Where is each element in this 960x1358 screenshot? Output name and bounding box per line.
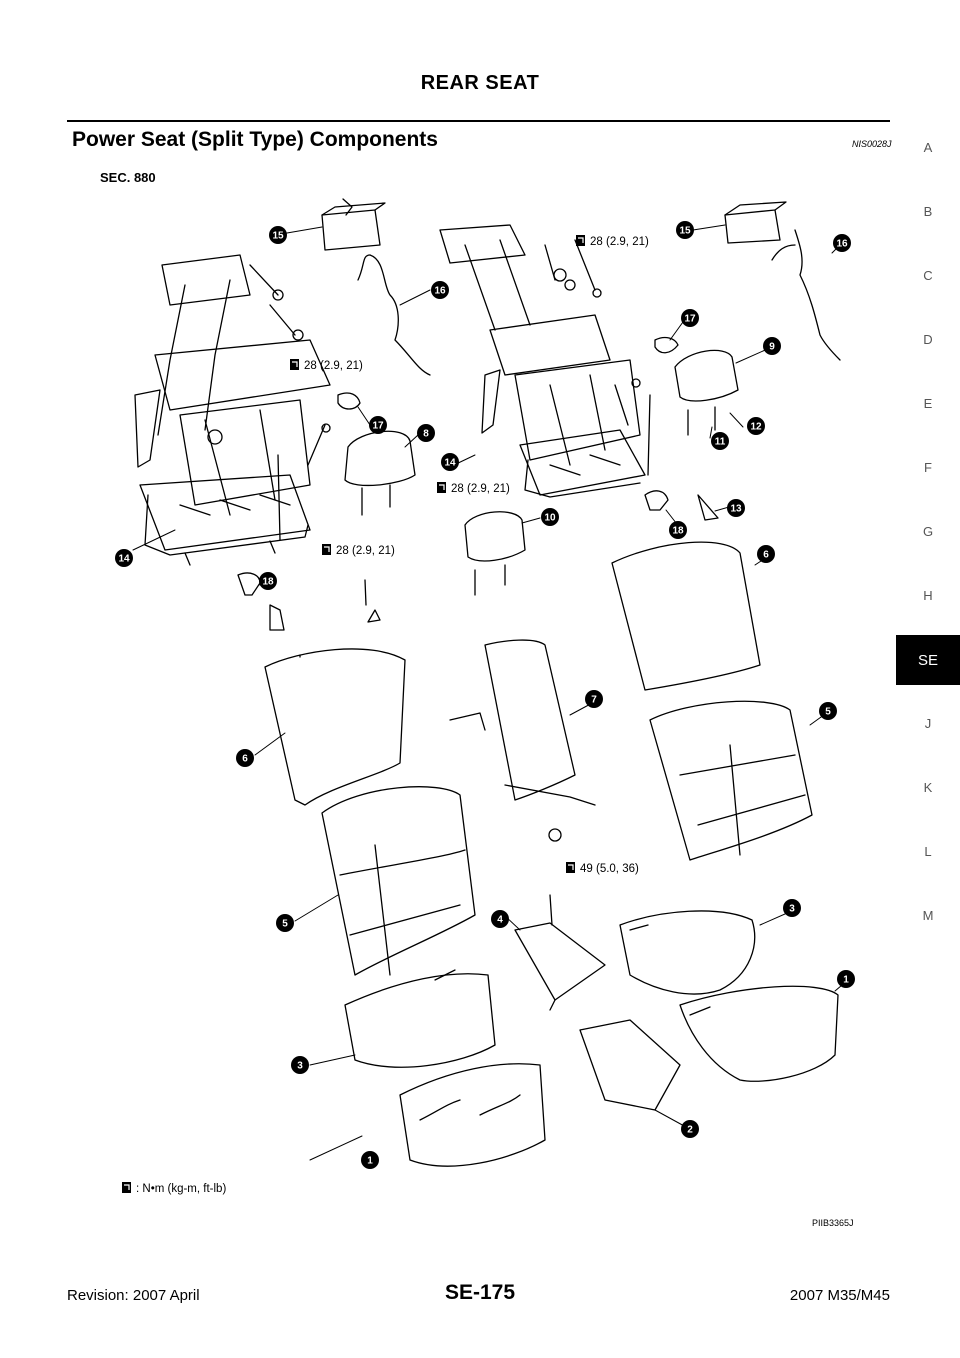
- side-index-j[interactable]: J: [924, 716, 932, 731]
- callout-5-right: 5: [825, 707, 831, 718]
- callout-3-left: 3: [297, 1061, 303, 1072]
- callout-markers: 15 16 17 8 14 18 6 5 3 1 15 16 17 9 12 1…: [115, 221, 855, 1169]
- callout-15-right: 15: [679, 226, 691, 237]
- section-title: Power Seat (Split Type) Components: [72, 128, 438, 151]
- torque-label-4: 28 (2.9, 21): [336, 545, 395, 557]
- center-armrest: [449, 639, 596, 842]
- callout-6-left: 6: [242, 754, 248, 765]
- section-code: NIS0028J: [852, 139, 892, 149]
- left-module: [321, 202, 386, 251]
- callout-8: 8: [423, 429, 429, 440]
- torque-legend-text: : N•m (kg-m, ft-lb): [136, 1183, 226, 1195]
- callout-17-left: 17: [372, 421, 384, 432]
- right-bolts: [544, 239, 651, 476]
- right-headrests-and-guides: [464, 336, 739, 596]
- torque-labels: 28 (2.9, 21) 28 (2.9, 21) 28 (2.9, 21) 2…: [290, 235, 649, 875]
- callout-18-right: 18: [672, 526, 684, 537]
- right-lower-cushion: [679, 985, 839, 1082]
- torque-legend: : N•m (kg-m, ft-lb): [122, 1182, 226, 1195]
- torque-label-3: 28 (2.9, 21): [451, 483, 510, 495]
- left-wire-harness: [357, 254, 431, 376]
- left-headrest-and-guides: [237, 392, 416, 631]
- callout-17-right: 17: [684, 314, 696, 325]
- footer-page-number: SE-175: [444, 1281, 516, 1304]
- callout-1-right: 1: [843, 975, 849, 986]
- right-wire-harness: [771, 229, 841, 361]
- callout-1-left: 1: [367, 1156, 373, 1167]
- callout-3-right: 3: [789, 904, 795, 915]
- callout-7: 7: [591, 695, 597, 706]
- figure-code: PIIB3365J: [812, 1218, 854, 1228]
- right-module: [724, 201, 787, 244]
- footer-model: 2007 M35/M45: [789, 1287, 890, 1304]
- callout-11: 11: [715, 437, 726, 448]
- right-upper-cushion: [619, 910, 756, 995]
- side-index-m[interactable]: M: [922, 908, 934, 923]
- callout-16-left: 16: [434, 286, 446, 297]
- callout-6-right: 6: [763, 550, 769, 561]
- right-backrest-trim: [649, 700, 813, 861]
- callout-14-left: 14: [118, 554, 130, 565]
- left-bolts: [249, 198, 353, 541]
- side-index-e[interactable]: E: [923, 396, 933, 411]
- footer-revision: Revision: 2007 April: [67, 1287, 200, 1304]
- right-seatback-frame: [439, 224, 641, 466]
- callout-9: 9: [769, 342, 775, 353]
- page-header-title: REAR SEAT: [420, 72, 540, 94]
- side-index-h[interactable]: H: [923, 588, 933, 603]
- callout-12: 12: [750, 422, 762, 433]
- header-rule: [67, 120, 890, 122]
- callout-4: 4: [497, 915, 503, 926]
- callout-2: 2: [687, 1125, 693, 1136]
- side-index-b[interactable]: B: [923, 204, 933, 219]
- side-index-l[interactable]: L: [924, 844, 932, 859]
- sec-label: SEC. 880: [100, 170, 156, 185]
- left-cushion-frame: [139, 474, 311, 566]
- side-index-f[interactable]: F: [924, 460, 932, 475]
- side-index-c[interactable]: C: [923, 268, 933, 283]
- left-backrest-finisher: [264, 648, 406, 806]
- callout-16-right: 16: [836, 239, 848, 250]
- right-cushion-frame: [519, 429, 646, 498]
- callout-10: 10: [544, 513, 556, 524]
- callout-18-left: 18: [262, 577, 274, 588]
- side-index-d[interactable]: D: [923, 332, 933, 347]
- exploded-parts-diagram: 15 16 17 8 14 18 6 5 3 1 15 16 17 9 12 1…: [115, 198, 855, 1195]
- callout-5-left: 5: [282, 919, 288, 930]
- center-bracket: [514, 894, 606, 1011]
- torque-label-2: 28 (2.9, 21): [590, 236, 649, 248]
- torque-label-5: 49 (5.0, 36): [580, 863, 639, 875]
- left-lower-cushion: [399, 1063, 546, 1167]
- left-upper-cushion: [344, 969, 496, 1068]
- side-index-k[interactable]: K: [923, 780, 933, 795]
- side-index: A B C D E F G H SE J K L M: [896, 140, 960, 960]
- center-lower-cushion: [579, 1019, 681, 1111]
- side-index-g[interactable]: G: [922, 524, 934, 539]
- side-index-se-active[interactable]: SE: [896, 635, 960, 685]
- left-backrest-trim: [321, 786, 476, 976]
- callout-15-left: 15: [272, 231, 284, 242]
- callout-13: 13: [730, 504, 742, 515]
- callout-14-right: 14: [444, 458, 456, 469]
- side-index-a[interactable]: A: [923, 140, 933, 155]
- torque-label-1: 28 (2.9, 21): [304, 360, 363, 372]
- right-backrest-finisher: [611, 541, 761, 691]
- left-seatback-frame: [134, 254, 331, 516]
- callout-leader-lines: [132, 224, 849, 1161]
